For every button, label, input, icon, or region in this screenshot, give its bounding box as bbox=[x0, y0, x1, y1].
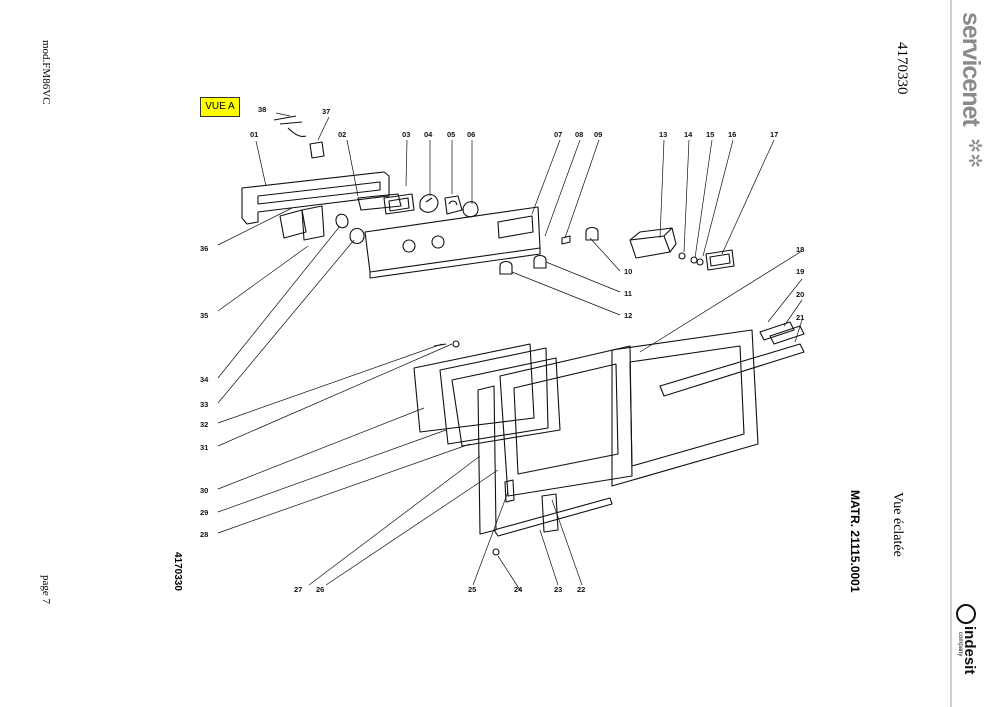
part-label-04: 04 bbox=[424, 130, 433, 139]
part-label-03: 03 bbox=[402, 130, 410, 139]
part-label-32: 32 bbox=[200, 420, 208, 429]
part-label-35: 35 bbox=[200, 311, 208, 320]
leader-lines bbox=[217, 112, 803, 591]
part-labels: 01 02 03 04 05 06 07 08 09 10 11 12 13 1… bbox=[200, 105, 804, 594]
part-label-21: 21 bbox=[796, 313, 804, 322]
part-14-nut bbox=[678, 252, 686, 260]
part-label-01: 01 bbox=[250, 130, 258, 139]
part-07-display bbox=[497, 215, 534, 239]
part-20-cap bbox=[769, 325, 805, 345]
part-label-20: 20 bbox=[796, 290, 804, 299]
part-27-profile bbox=[477, 385, 497, 535]
part-label-26: 26 bbox=[316, 585, 324, 594]
part-label-17: 17 bbox=[770, 130, 778, 139]
part-35-switch bbox=[301, 205, 325, 241]
part-label-31: 31 bbox=[200, 443, 208, 452]
part-18-outer-door bbox=[611, 329, 759, 487]
part-label-19: 19 bbox=[796, 267, 804, 276]
part-05-thermostat bbox=[444, 195, 463, 215]
part-label-11: 11 bbox=[624, 289, 632, 298]
part-label-10: 10 bbox=[624, 267, 632, 276]
part-label-05: 05 bbox=[447, 130, 455, 139]
brand-bar bbox=[950, 0, 952, 707]
part-label-18: 18 bbox=[796, 245, 804, 254]
part-01-frame bbox=[241, 171, 390, 225]
part-29-glass bbox=[439, 347, 549, 445]
part-34-knob bbox=[335, 213, 349, 229]
part-36-timer bbox=[279, 209, 307, 239]
part-label-12: 12 bbox=[624, 311, 632, 320]
part-label-36: 36 bbox=[200, 244, 208, 253]
part-label-16: 16 bbox=[728, 130, 736, 139]
part-label-02: 02 bbox=[338, 130, 346, 139]
part-02-holder bbox=[357, 193, 402, 211]
part-label-24: 24 bbox=[514, 585, 523, 594]
part-label-28: 28 bbox=[200, 530, 208, 539]
part-07-knob-hole-a bbox=[402, 239, 416, 253]
part-label-14: 14 bbox=[684, 130, 693, 139]
part-18-inner-line bbox=[629, 345, 745, 467]
part-label-25: 25 bbox=[468, 585, 476, 594]
part-label-33: 33 bbox=[200, 400, 208, 409]
part-13-box bbox=[629, 227, 677, 259]
part-label-22: 22 bbox=[577, 585, 585, 594]
part-10-foot bbox=[585, 226, 599, 241]
part-28-glass bbox=[451, 357, 561, 447]
part-12-foot bbox=[499, 260, 513, 275]
part-09-pin bbox=[561, 235, 571, 245]
part-11-foot bbox=[533, 254, 547, 269]
part-37-lamp bbox=[309, 141, 325, 159]
part-19-handle-end bbox=[759, 321, 795, 341]
part-07-control-panel bbox=[364, 206, 541, 279]
part-24-screw bbox=[492, 548, 500, 556]
part-label-23: 23 bbox=[554, 585, 562, 594]
part-07-knob-hole-b bbox=[431, 235, 445, 249]
part-label-13: 13 bbox=[659, 130, 667, 139]
part-label-06: 06 bbox=[467, 130, 475, 139]
view-a-label: VUE A bbox=[200, 97, 240, 117]
part-04-knob bbox=[419, 193, 439, 213]
part-label-07: 07 bbox=[554, 130, 562, 139]
part-38-cable bbox=[273, 115, 307, 138]
indesit-logo-icon bbox=[956, 604, 976, 624]
part-label-08: 08 bbox=[575, 130, 583, 139]
part-17-bracket bbox=[705, 249, 735, 271]
part-label-27: 27 bbox=[294, 585, 302, 594]
part-03-switch bbox=[383, 193, 415, 215]
part-inner-door bbox=[499, 345, 633, 497]
part-21-handle bbox=[659, 343, 805, 397]
part-label-09: 09 bbox=[594, 130, 602, 139]
part-label-29: 29 bbox=[200, 508, 208, 517]
part-06-ring bbox=[462, 201, 479, 218]
part-25-clip bbox=[504, 479, 515, 503]
part-label-37: 37 bbox=[322, 107, 330, 116]
part-label-15: 15 bbox=[706, 130, 714, 139]
part-15-nut bbox=[690, 256, 698, 264]
part-label-30: 30 bbox=[200, 486, 208, 495]
part-16-nut bbox=[696, 258, 704, 266]
part-label-38: 38 bbox=[258, 105, 266, 114]
part-32-washer bbox=[452, 340, 460, 348]
part-label-34: 34 bbox=[200, 375, 209, 384]
part-33-knob bbox=[349, 227, 365, 245]
part-22-hinge bbox=[541, 493, 559, 533]
part-23-rail bbox=[493, 497, 613, 537]
